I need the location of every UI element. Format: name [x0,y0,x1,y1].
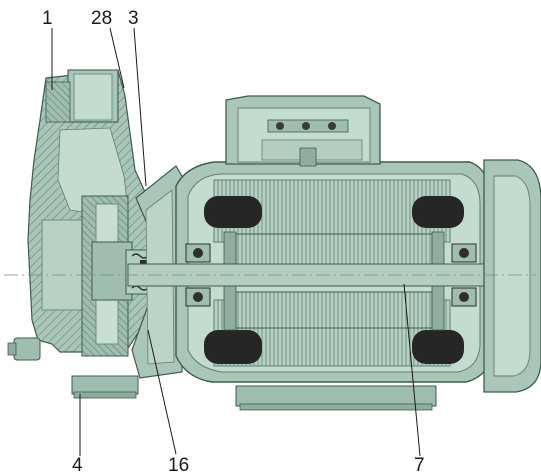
fan-cover [483,159,541,393]
stator-windings [204,196,464,364]
callout-3: 3 [128,8,139,29]
bearing-front [185,243,211,307]
callout-28: 28 [91,8,112,29]
callout-1: 1 [42,8,53,29]
callout-16: 16 [168,455,189,473]
terminal-box [225,95,381,167]
callout-7: 7 [414,455,425,473]
callout-4: 4 [72,455,83,473]
base-feet [71,375,437,411]
leader-lines [51,27,421,457]
callout-labels: 1 28 3 4 16 7 [42,8,425,473]
bearing-rear [451,243,477,307]
